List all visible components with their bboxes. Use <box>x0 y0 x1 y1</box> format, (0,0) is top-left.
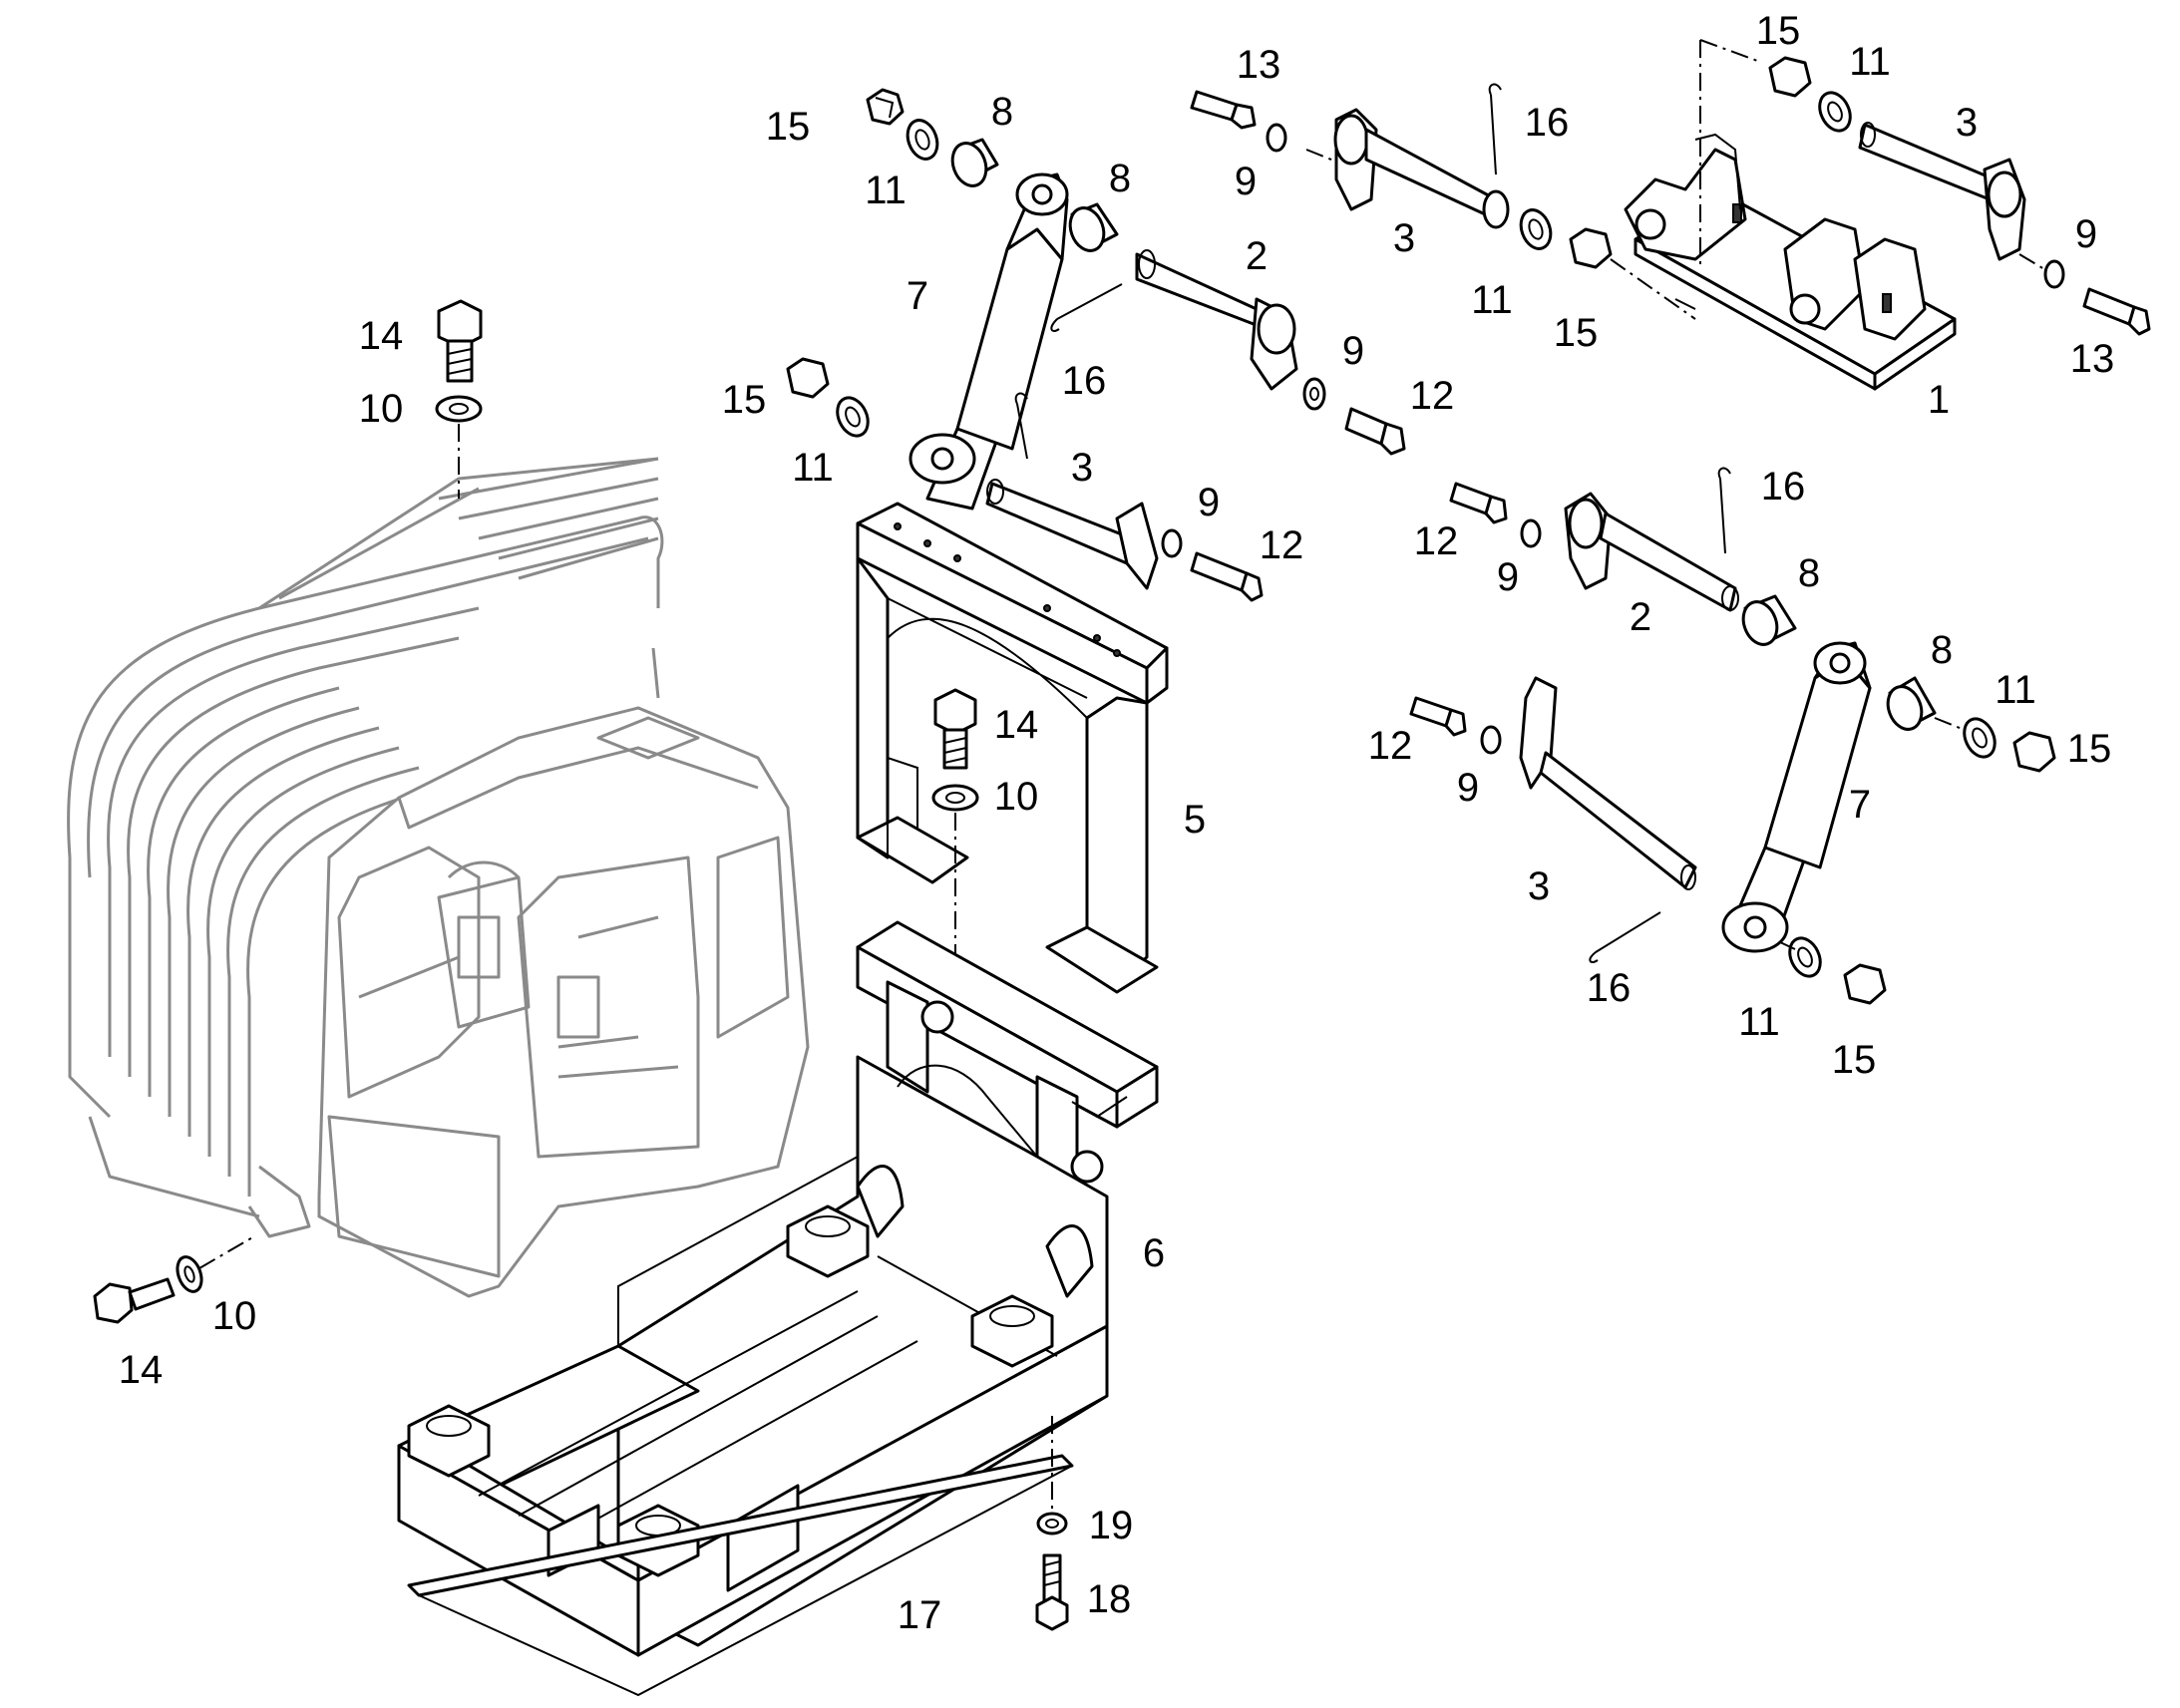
operator-cab-illustration <box>67 299 810 1324</box>
callout-c1: 15 <box>766 105 811 149</box>
callout-c33: 2 <box>1630 595 1651 639</box>
mounting-bracket <box>1624 39 1957 391</box>
callout-c18: 14 <box>359 314 404 358</box>
lower-right-cylinder-assembly <box>1409 467 2056 1005</box>
callout-c19: 16 <box>1062 359 1107 403</box>
callout-c32: 8 <box>1798 551 1820 595</box>
column-mount-bolt <box>931 688 979 957</box>
callout-c31: 9 <box>1497 555 1519 599</box>
upper-middle-pin-assembly <box>1190 83 1696 320</box>
callout-c4: 16 <box>1525 101 1570 145</box>
callout-c3: 13 <box>1237 43 1281 87</box>
callout-c37: 10 <box>994 775 1039 819</box>
callout-c23: 15 <box>722 378 767 422</box>
callout-c2: 8 <box>991 90 1013 134</box>
callout-c52: 17 <box>898 1593 942 1637</box>
callout-c35: 8 <box>1931 628 1953 672</box>
callout-c44: 16 <box>1587 966 1632 1010</box>
callout-c16: 15 <box>1554 311 1599 355</box>
callout-c20: 9 <box>1342 329 1364 373</box>
callout-c34: 14 <box>994 703 1039 747</box>
callout-c48: 10 <box>212 1294 257 1338</box>
cab-mount-bolt-upper <box>435 299 483 499</box>
callout-c15: 11 <box>1471 278 1513 322</box>
callout-c12: 2 <box>1246 234 1268 278</box>
callout-c40: 9 <box>1457 766 1479 810</box>
callout-c25: 11 <box>792 446 834 490</box>
callout-c39: 15 <box>2067 727 2112 771</box>
callout-c42: 7 <box>1849 783 1871 827</box>
cab-protection-guard <box>67 457 664 1238</box>
callout-c51: 18 <box>1087 1577 1132 1621</box>
cab-body <box>317 706 810 1298</box>
callout-c49: 14 <box>119 1348 164 1392</box>
upper-right-pin-assembly <box>1768 56 2151 336</box>
callout-c9: 8 <box>1109 157 1131 200</box>
callout-c45: 11 <box>1738 1000 1780 1044</box>
callout-c43: 3 <box>1528 864 1550 908</box>
callout-c27: 16 <box>1761 465 1806 509</box>
callout-c38: 12 <box>1368 724 1413 768</box>
callout-c11: 3 <box>1393 216 1415 260</box>
callout-labels: 15 8 13 16 15 11 3 11 8 9 3 2 9 7 11 15 … <box>119 9 2115 1637</box>
callout-c41: 5 <box>1184 798 1206 842</box>
callout-c13: 9 <box>2075 212 2097 256</box>
callout-c30: 12 <box>1414 519 1459 563</box>
callout-c46: 15 <box>1832 1038 1877 1082</box>
callout-c17: 13 <box>2070 337 2115 381</box>
callout-c26: 3 <box>1071 446 1093 490</box>
callout-c22: 10 <box>359 387 404 431</box>
callout-c6: 11 <box>1849 40 1891 84</box>
cab-mount-bolt-lower <box>93 1235 255 1324</box>
bottom-cover-plate <box>407 1416 1074 1697</box>
callout-c36: 11 <box>1995 668 2036 712</box>
callout-c50: 19 <box>1089 1504 1134 1547</box>
callout-c14: 7 <box>907 274 928 318</box>
plate-mount-bolt <box>1035 1512 1069 1631</box>
callout-c47: 6 <box>1143 1231 1165 1275</box>
callout-c10: 9 <box>1235 160 1257 203</box>
callout-c28: 9 <box>1198 481 1220 524</box>
callout-c7: 3 <box>1956 101 1978 145</box>
callout-c29: 12 <box>1260 523 1304 567</box>
callout-c8: 11 <box>865 169 907 212</box>
callout-c21: 1 <box>1928 378 1950 422</box>
upper-left-cylinder-assembly <box>786 88 1406 602</box>
callout-c24: 12 <box>1410 374 1455 418</box>
callout-c5: 15 <box>1756 9 1801 53</box>
support-column-frame <box>856 502 1169 994</box>
